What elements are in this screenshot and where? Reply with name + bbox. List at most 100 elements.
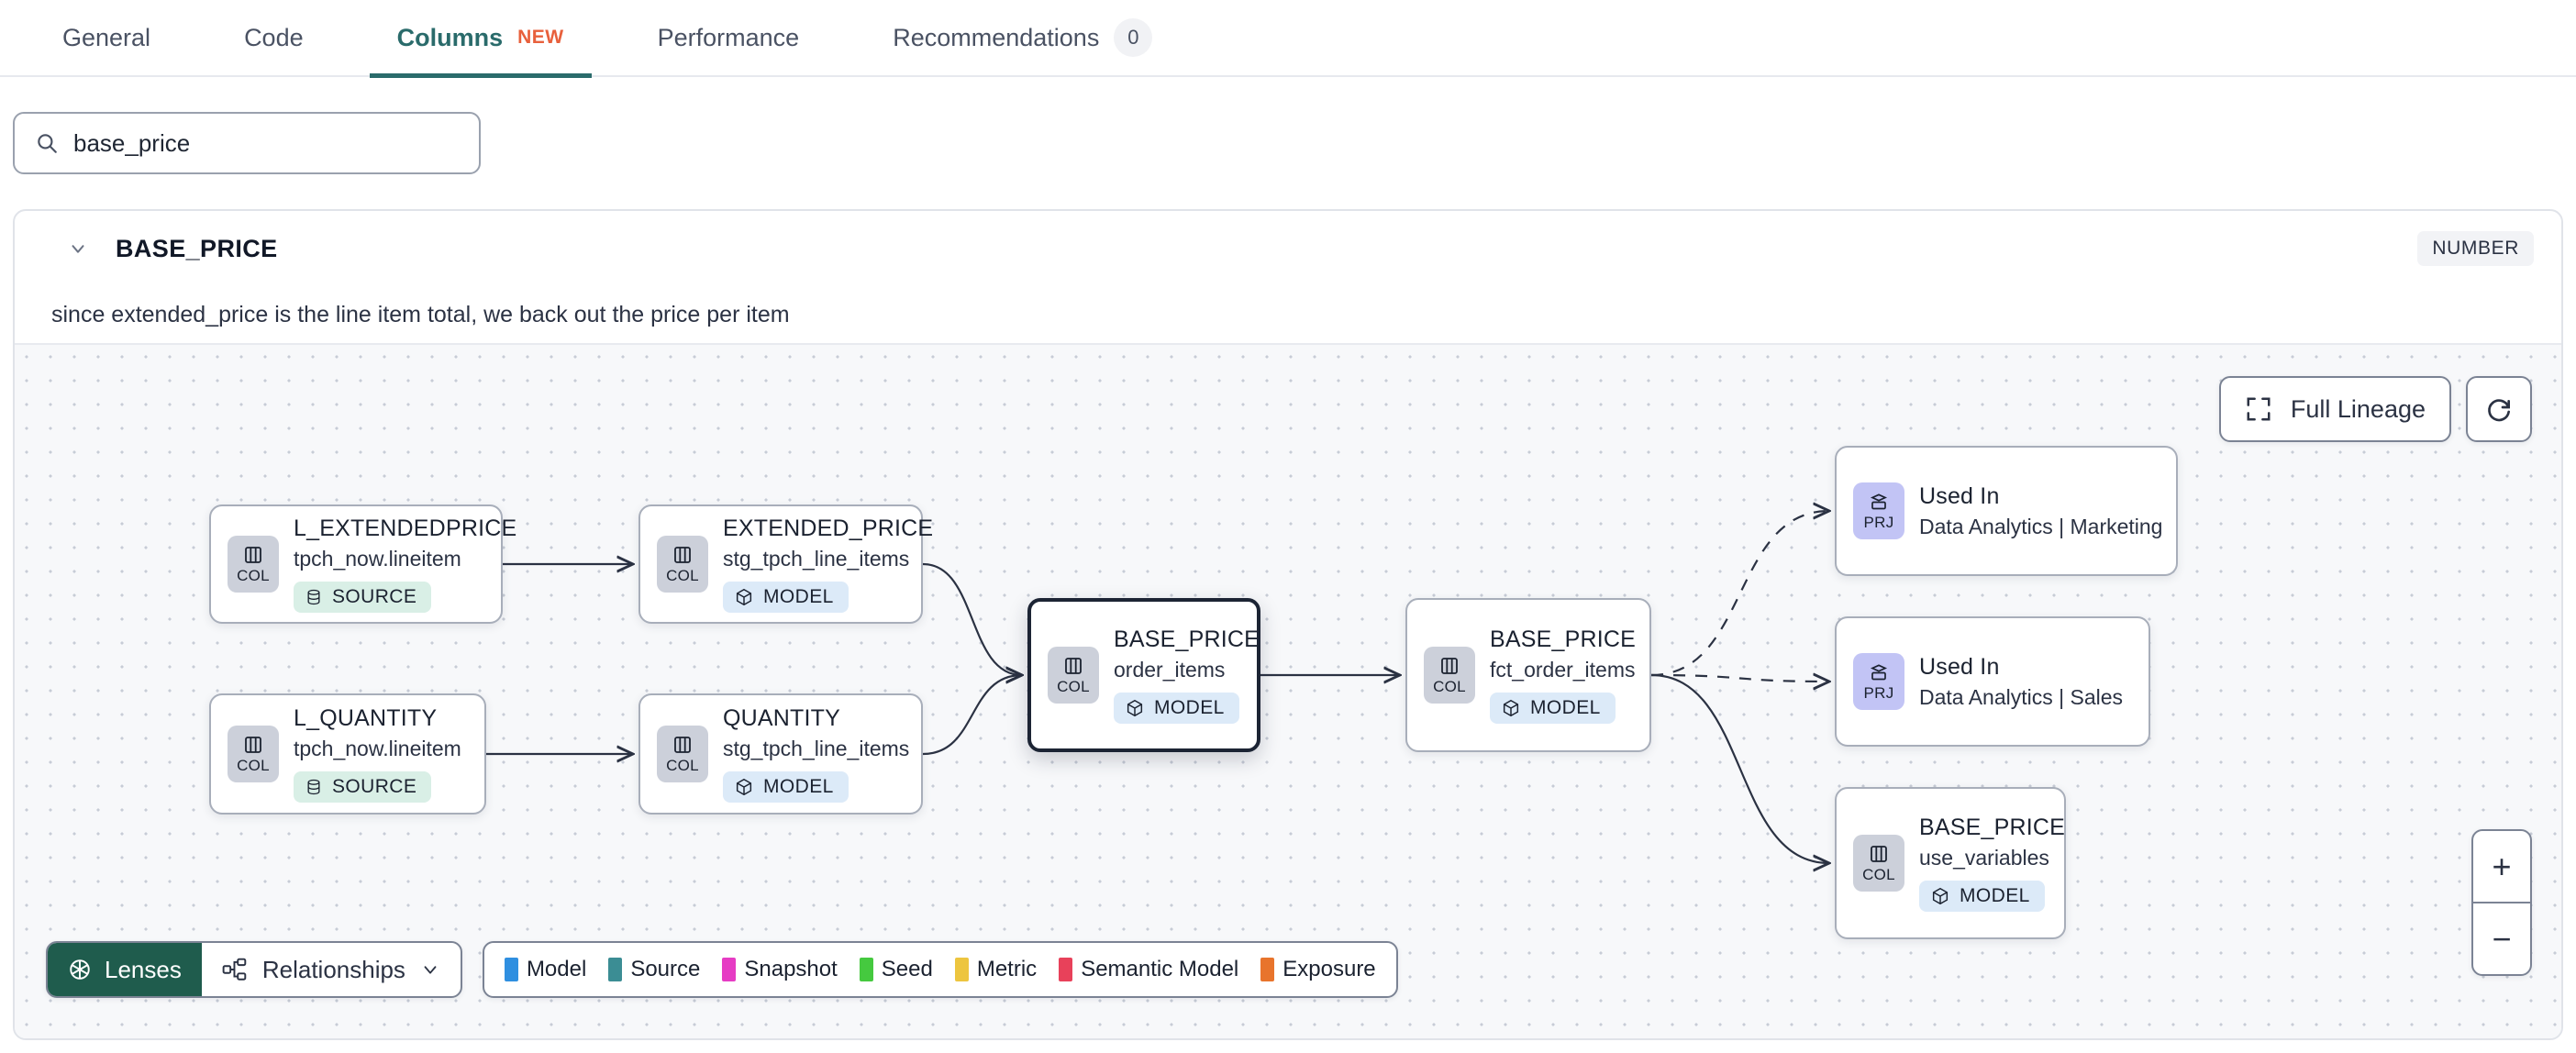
node-subtitle: stg_tpch_line_items <box>723 547 910 571</box>
badge-label: MODEL <box>763 586 834 607</box>
node-kind-label: COL <box>1862 865 1895 883</box>
legend-swatch <box>504 958 518 981</box>
legend-label: Semantic Model <box>1081 957 1239 981</box>
node-subtitle: tpch_now.lineitem <box>294 737 461 760</box>
tab-label: Columns <box>396 23 504 51</box>
relationships-label: Relationships <box>261 955 405 983</box>
zoom-out-button[interactable]: − <box>2473 902 2530 974</box>
legend-label: Metric <box>976 957 1038 981</box>
full-lineage-button[interactable]: Full Lineage <box>2218 376 2451 442</box>
lenses-button[interactable]: Lenses <box>48 943 202 996</box>
node-materialization-badge: SOURCE <box>294 771 432 803</box>
column-icon: COL <box>228 726 279 782</box>
project-icon: PRJ <box>1853 653 1904 710</box>
lineage-edge-extended_price-to-order_items <box>922 562 1022 675</box>
expand-frame-icon <box>2245 395 2272 423</box>
lineage-edge-fct_order_items-to-prj_sales <box>1650 675 1829 682</box>
column-name: BASE_PRICE <box>116 234 278 262</box>
tab-code[interactable]: Code <box>217 0 331 76</box>
lineage-edge-quantity-to-order_items <box>922 675 1022 756</box>
node-name: BASE_PRICE <box>1490 626 1637 652</box>
lineage-legend: Model Source Snapshot Seed Metric Semantic Mo… <box>482 941 1398 998</box>
node-name: L_QUANTITY <box>294 705 438 731</box>
column-description: since extended_price is the line item to… <box>51 301 790 327</box>
column-icon: COL <box>657 536 708 593</box>
chevron-down-icon[interactable] <box>68 238 88 259</box>
legend-item-seed[interactable]: Seed <box>859 957 933 982</box>
node-name: Used In <box>1919 653 2000 680</box>
column-header: BASE_PRICE NUMBER <box>15 211 2561 286</box>
node-name: QUANTITY <box>723 705 840 731</box>
relationships-dropdown[interactable]: Relationships <box>202 943 461 996</box>
zoom-in-button[interactable]: + <box>2492 847 2512 885</box>
relationships-icon <box>222 958 248 981</box>
node-subtitle: Data Analytics | Sales <box>1919 684 2124 709</box>
tab-count-badge: 0 <box>1114 18 1153 57</box>
node-materialization-badge: MODEL <box>1919 881 2045 912</box>
legend-item-metric[interactable]: Metric <box>954 957 1038 982</box>
node-kind-label: COL <box>666 756 699 774</box>
lenses-relationships-group: Lenses Relationships <box>46 941 462 998</box>
legend-label: Snapshot <box>744 957 838 981</box>
full-lineage-label: Full Lineage <box>2290 394 2426 423</box>
search-input[interactable] <box>73 128 459 158</box>
legend-swatch <box>722 958 737 981</box>
legend-label: Model <box>526 957 587 981</box>
node-subtitle: tpch_now.lineitem <box>294 547 461 571</box>
legend-label: Source <box>630 957 701 981</box>
lineage-edge-fct_order_items-to-use_variables <box>1650 673 1829 863</box>
badge-label: MODEL <box>1960 885 2030 906</box>
legend-item-source[interactable]: Source <box>608 957 700 982</box>
node-subtitle: order_items <box>1114 658 1226 682</box>
zoom-controls[interactable]: + − <box>2471 829 2532 976</box>
badge-label: SOURCE <box>332 776 417 797</box>
node-body: Used In Data Analytics | Marketing <box>1919 483 2162 539</box>
tab-label: Code <box>244 23 304 51</box>
node-materialization-badge: MODEL <box>723 771 849 803</box>
node-materialization-badge: MODEL <box>1114 693 1239 724</box>
legend-item-semantic-model[interactable]: Semantic Model <box>1059 957 1238 982</box>
node-body: Used In Data Analytics | Sales <box>1919 654 2123 710</box>
node-name: EXTENDED_PRICE <box>723 515 934 541</box>
search-box[interactable] <box>13 112 481 174</box>
legend-label: Exposure <box>1282 957 1376 981</box>
legend-swatch <box>608 958 623 981</box>
tab-general[interactable]: General <box>35 0 178 76</box>
canvas-bottom-bar: Lenses Relationships <box>46 941 1398 998</box>
search-icon <box>35 131 59 155</box>
legend-item-exposure[interactable]: Exposure <box>1260 957 1376 982</box>
node-kind-label: COL <box>237 756 270 774</box>
legend-item-model[interactable]: Model <box>504 957 587 982</box>
legend-item-snapshot[interactable]: Snapshot <box>722 957 838 982</box>
node-kind-label: COL <box>1433 677 1466 695</box>
tab-performance[interactable]: Performance <box>630 0 827 76</box>
badge-label: MODEL <box>763 776 834 797</box>
refresh-button[interactable] <box>2466 376 2532 442</box>
column-icon: COL <box>1048 647 1099 704</box>
column-icon: COL <box>1853 835 1904 892</box>
node-name: Used In <box>1919 482 2000 509</box>
lineage-node-prj_sales[interactable]: PRJ Used In Data Analytics | Sales <box>1835 616 2150 747</box>
badge-label: SOURCE <box>332 586 417 607</box>
tab-label: General <box>62 23 151 51</box>
node-subtitle: Data Analytics | Marketing <box>1919 514 2163 538</box>
column-detail-panel: BASE_PRICE NUMBER since extended_price i… <box>13 209 2563 1040</box>
lineage-edge-fct_order_items-to-prj_marketing <box>1650 511 1829 677</box>
